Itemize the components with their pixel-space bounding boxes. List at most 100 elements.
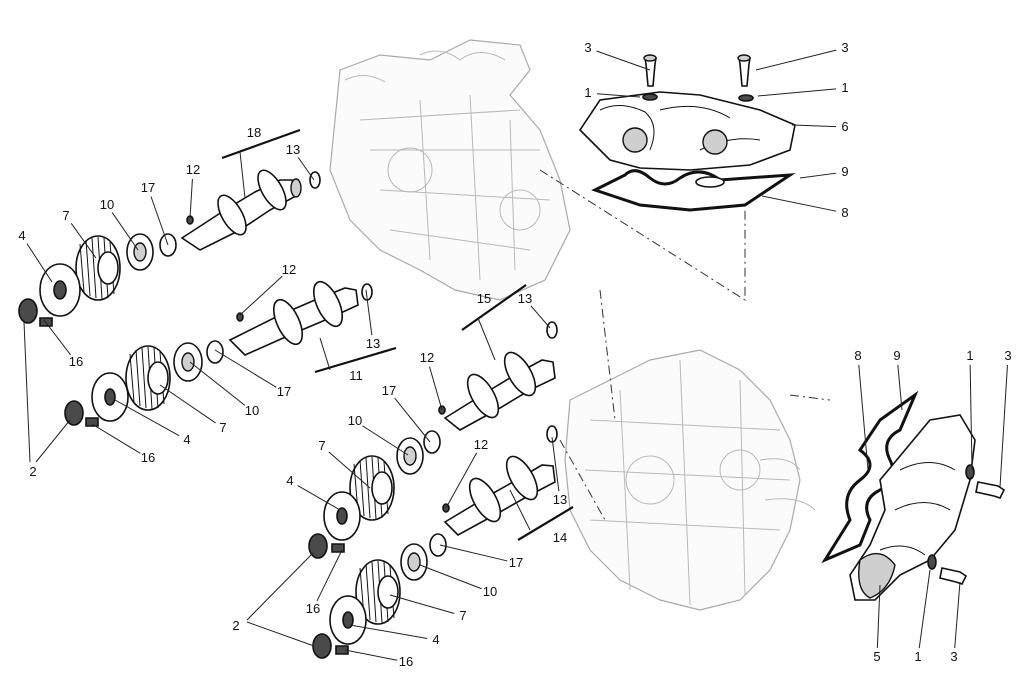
leader-c-5 [876,584,881,649]
callout-c-1-r: 1 [966,348,973,363]
leader-c-9-r [799,172,837,179]
bracket-18 [221,128,301,160]
leader-c-13-a [297,157,315,181]
callout-c-16-c: 16 [306,601,320,616]
callout-c-3-tl: 3 [584,40,591,55]
lower-cylinder-head-outline [564,349,816,611]
oring-13-a [309,171,321,189]
callout-c-17-b: 17 [277,384,291,399]
callout-c-18: 18 [247,125,261,140]
leader-c-10-a [111,212,139,251]
camshaft-assembly-2 [64,280,373,427]
leader-c-7-a [70,223,97,259]
oring-13-c [546,321,558,339]
callout-c-7-a: 7 [62,208,69,223]
callout-c-10-d: 10 [483,584,497,599]
leader-2-b [246,552,315,647]
nut-2-b [64,400,84,426]
camshaft-3 [443,359,556,431]
camshaft-4 [443,464,556,536]
callout-c-9-l: 9 [893,348,900,363]
upper-cylinder-head-outline [329,39,571,301]
leader-c-16-b [91,423,141,454]
leader-c-13-b [365,289,373,336]
callout-c-1-tl: 1 [584,85,591,100]
valve-cover-upper [578,91,796,171]
bracket-15 [461,284,527,331]
spacer-17-d [429,533,447,557]
callout-c-8-l: 8 [854,348,861,363]
leader-c-3-r [999,364,1008,488]
leader-c-10-d [419,564,482,590]
callout-c-10-c: 10 [348,413,362,428]
callout-c-4-c: 4 [286,473,293,488]
leader-2-a [23,321,71,463]
leader-c-17-b [214,349,277,388]
leader-c-10-c [362,425,409,456]
callout-c-3-b: 3 [950,649,957,664]
callout-c-15: 15 [477,291,491,306]
leader-c-8-l [858,364,869,471]
callout-c-4-a: 4 [18,228,25,243]
callout-c-10-a: 10 [100,197,114,212]
callout-c-12-b: 12 [282,262,296,277]
bolt-16-b [85,417,99,427]
leader-c-4-a [26,243,53,283]
leader-c-7-c [328,451,371,489]
leader-c-13-c [530,305,551,329]
callout-c-8-r: 8 [841,205,848,220]
callout-c-2-b: 2 [232,618,239,633]
leader-c-17-a [150,196,169,246]
camshaft-assembly-4 [312,425,558,659]
callout-c-13-b: 13 [366,336,380,351]
nut-2-d [312,633,332,659]
bolt-side-top [975,481,1006,499]
callout-c-11: 11 [349,368,363,383]
callout-c-12-d: 12 [474,437,488,452]
leader-c-16-a [43,319,71,356]
nut-2-a [18,298,38,324]
bracket-11 [314,346,397,374]
group-brackets [23,128,574,647]
leader-c-1-b [918,569,931,649]
leader-c-3-tr [755,49,837,71]
bolt-16-c [331,543,345,553]
callout-c-1-tr: 1 [841,80,848,95]
callout-c-13-a: 13 [286,142,300,157]
callout-c-10-b: 10 [245,403,259,418]
callout-c-17-a: 17 [141,180,155,195]
leader-c-7-b [159,384,216,424]
callout-c-12-a: 12 [186,162,200,177]
leader-c-3-b [954,581,961,649]
bracket-14 [517,506,574,541]
leader-c-9-l [897,364,903,411]
callout-c-16-d: 16 [399,654,413,669]
leader-c-13-d [551,436,560,492]
callout-c-17-c: 17 [382,383,396,398]
upper-valve-cover-assembly [578,54,796,212]
leader-c-17-d [439,544,508,562]
camshaft-assembly-1 [18,169,321,327]
callout-c-1-b: 1 [914,649,921,664]
callout-c-13-d: 13 [553,492,567,507]
leader-c-12-d [445,452,478,509]
callout-c-5: 5 [873,649,880,664]
leader-c-1-r [969,364,973,471]
callout-c-7-c: 7 [318,438,325,453]
leader-c-1-tr [757,88,837,97]
bolt-upper-left [644,57,657,87]
callout-c-16-b: 16 [141,450,155,465]
valve-cover-gasket-side [821,390,919,564]
callout-c-7-d: 7 [459,608,466,623]
callout-c-7-b: 7 [219,420,226,435]
leader-c-16-d [344,649,398,661]
leader-c-7-d [389,594,455,614]
washer-side-top [965,464,975,480]
callout-c-17-d: 17 [509,555,523,570]
leader-c-8-r [761,195,837,212]
leader-c-12-c [429,366,443,411]
nut-2-c [308,533,328,559]
callout-c-4-d: 4 [432,632,439,647]
